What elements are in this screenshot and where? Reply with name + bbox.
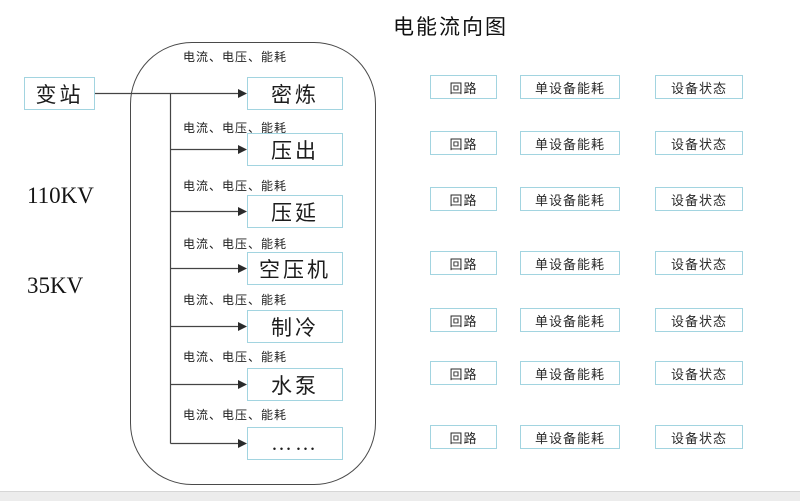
process-node-label: ……	[271, 431, 319, 455]
device-energy-label: 单设备能耗	[534, 313, 605, 329]
horizontal-scrollbar[interactable]	[0, 491, 800, 501]
device-status-label: 设备状态	[670, 256, 727, 272]
device-energy-button[interactable]: 单设备能耗	[520, 308, 620, 332]
voltage-35kv: 35KV	[27, 273, 84, 298]
device-status-button[interactable]: 设备状态	[655, 75, 743, 99]
device-energy-label: 单设备能耗	[534, 366, 605, 382]
circuit-label: 回路	[449, 313, 478, 329]
device-energy-label: 单设备能耗	[534, 430, 605, 446]
meter-label: 电流、电压、能耗	[183, 350, 288, 364]
device-energy-label: 单设备能耗	[534, 136, 605, 152]
device-status-button[interactable]: 设备状态	[655, 308, 743, 332]
process-node-extrusion[interactable]: 压出	[247, 133, 343, 166]
circuit-label: 回路	[449, 366, 478, 382]
circuit-button[interactable]: 回路	[430, 361, 497, 385]
page-title: 电能流向图	[393, 15, 508, 39]
process-node-mixing[interactable]: 密炼	[247, 77, 343, 110]
circuit-label: 回路	[449, 136, 478, 152]
process-node-label: 密炼	[271, 82, 319, 107]
circuit-button[interactable]: 回路	[430, 131, 497, 155]
device-energy-button[interactable]: 单设备能耗	[520, 425, 620, 449]
device-status-label: 设备状态	[670, 366, 727, 382]
device-status-button[interactable]: 设备状态	[655, 251, 743, 275]
voltage-labels: 110KV 35KV	[27, 121, 94, 361]
substation-label: 变站	[35, 82, 84, 107]
device-status-button[interactable]: 设备状态	[655, 131, 743, 155]
circuit-label: 回路	[449, 80, 478, 96]
device-energy-button[interactable]: 单设备能耗	[520, 251, 620, 275]
circuit-button[interactable]: 回路	[430, 308, 497, 332]
process-node-label: 压延	[271, 200, 319, 225]
device-status-button[interactable]: 设备状态	[655, 187, 743, 211]
meter-label: 电流、电压、能耗	[183, 50, 288, 64]
device-energy-button[interactable]: 单设备能耗	[520, 187, 620, 211]
process-node-label: 制冷	[271, 315, 319, 340]
process-node-more[interactable]: ……	[247, 427, 343, 460]
device-energy-label: 单设备能耗	[534, 192, 605, 208]
circuit-label: 回路	[449, 192, 478, 208]
device-status-label: 设备状态	[670, 313, 727, 329]
process-node-label: 空压机	[259, 257, 331, 282]
circuit-button[interactable]: 回路	[430, 251, 497, 275]
meter-label: 电流、电压、能耗	[183, 408, 288, 422]
device-energy-button[interactable]: 单设备能耗	[520, 75, 620, 99]
device-status-button[interactable]: 设备状态	[655, 361, 743, 385]
meter-label: 电流、电压、能耗	[183, 179, 288, 193]
substation-node[interactable]: 变站	[24, 77, 95, 110]
device-energy-button[interactable]: 单设备能耗	[520, 361, 620, 385]
device-status-label: 设备状态	[670, 430, 727, 446]
device-energy-label: 单设备能耗	[534, 80, 605, 96]
device-energy-label: 单设备能耗	[534, 256, 605, 272]
process-node-label: 压出	[271, 138, 319, 163]
meter-label: 电流、电压、能耗	[183, 237, 288, 251]
process-node-cooling[interactable]: 制冷	[247, 310, 343, 343]
device-energy-button[interactable]: 单设备能耗	[520, 131, 620, 155]
process-node-pump[interactable]: 水泵	[247, 368, 343, 401]
circuit-button[interactable]: 回路	[430, 187, 497, 211]
process-node-compressor[interactable]: 空压机	[247, 252, 343, 285]
process-node-label: 水泵	[271, 373, 319, 398]
circuit-button[interactable]: 回路	[430, 425, 497, 449]
meter-label: 电流、电压、能耗	[183, 121, 288, 135]
circuit-label: 回路	[449, 256, 478, 272]
circuit-button[interactable]: 回路	[430, 75, 497, 99]
device-status-label: 设备状态	[670, 192, 727, 208]
meter-label: 电流、电压、能耗	[183, 293, 288, 307]
voltage-110kv: 110KV	[27, 183, 94, 208]
device-status-button[interactable]: 设备状态	[655, 425, 743, 449]
circuit-label: 回路	[449, 430, 478, 446]
device-status-label: 设备状态	[670, 136, 727, 152]
device-status-label: 设备状态	[670, 80, 727, 96]
process-node-calender[interactable]: 压延	[247, 195, 343, 228]
flow-frame	[130, 42, 376, 485]
